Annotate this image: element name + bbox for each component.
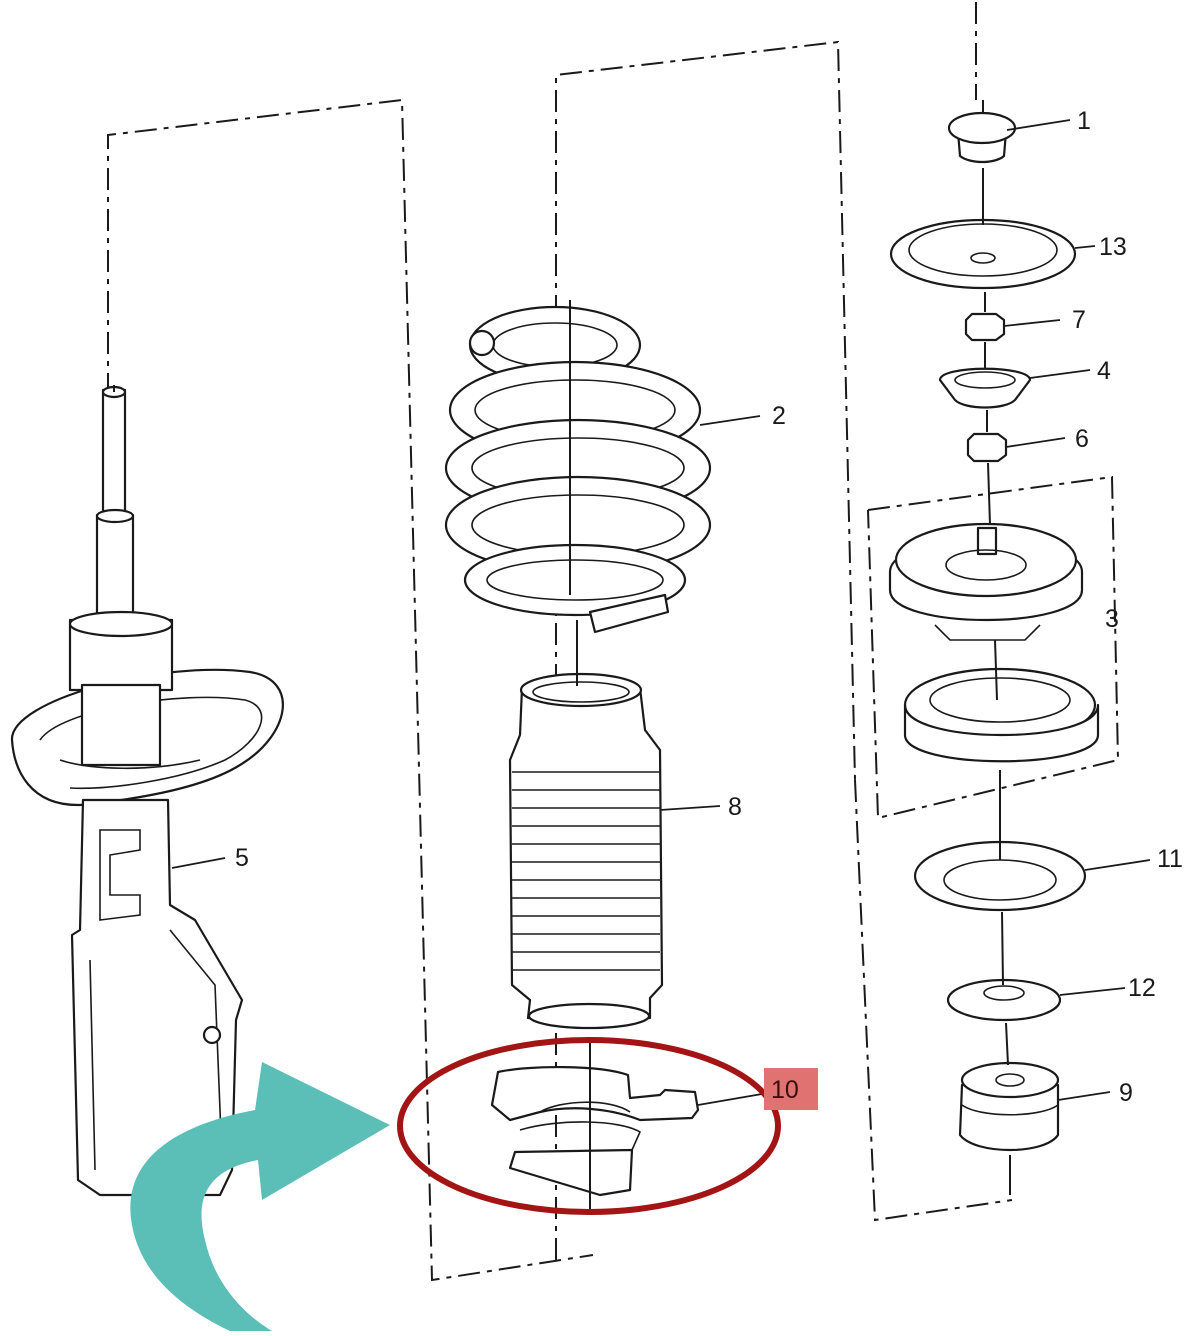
leader-lines — [171, 119, 1151, 1106]
highlight-part-10: 10 — [397, 1037, 818, 1215]
label-part-5: 5 — [235, 844, 249, 872]
highlight-badge — [764, 1068, 818, 1110]
label-part-2: 2 — [772, 402, 786, 430]
label-part-9: 9 — [1119, 1079, 1133, 1107]
alignment-axes — [113, 100, 1011, 1215]
bump-stop-part-9 — [958, 1061, 1060, 1151]
assembly-outlines — [107, 2, 1120, 1282]
washer-part-4 — [938, 367, 1032, 409]
label-part-13: 13 — [1099, 233, 1127, 261]
label-part-7: 7 — [1072, 306, 1086, 334]
label-part-10: 10 — [771, 1076, 799, 1104]
label-part-4: 4 — [1097, 357, 1111, 385]
dust-cap-part-1 — [947, 111, 1017, 164]
nut-part-7 — [964, 312, 1006, 342]
spring-seat-part-10 — [490, 1066, 700, 1197]
upper-seat-part-13 — [889, 218, 1077, 290]
label-part-3: 3 — [1105, 605, 1119, 633]
label-part-12: 12 — [1128, 974, 1156, 1002]
label-part-6: 6 — [1075, 425, 1089, 453]
label-part-8: 8 — [728, 793, 742, 821]
highlight-ellipse — [397, 1037, 781, 1215]
label-part-1: 1 — [1077, 107, 1091, 135]
label-part-11: 11 — [1157, 845, 1183, 873]
nut-part-6 — [966, 432, 1008, 463]
washer-part-12 — [946, 978, 1062, 1022]
dust-boot-part-8 — [508, 672, 664, 1030]
shock-absorber-part-5 — [10, 385, 284, 1197]
curved-arrow-icon — [130, 1062, 390, 1331]
bearing-ring-part-11 — [913, 840, 1087, 912]
strut-mount-part-3 — [888, 522, 1100, 763]
coil-spring-part-2 — [444, 305, 712, 634]
part-labels: 1 13 7 4 6 3 2 8 5 11 12 9 — [235, 107, 1183, 1107]
